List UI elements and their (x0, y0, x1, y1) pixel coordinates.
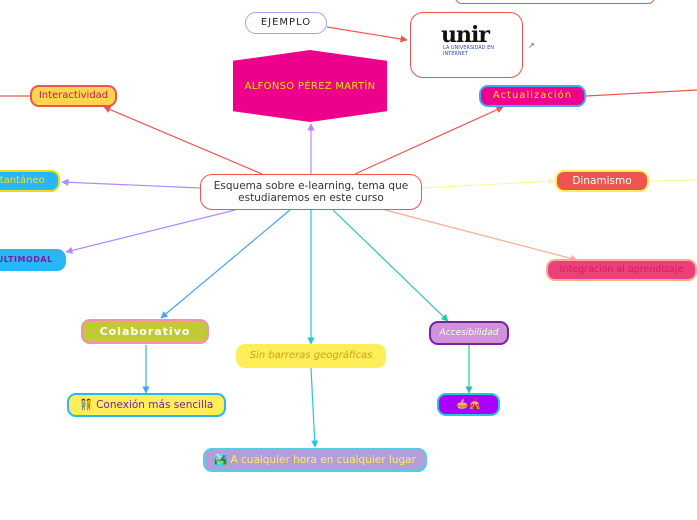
node-barreras[interactable]: Sin barreras geográficas (236, 344, 386, 368)
node-instantaneo[interactable]: Instantáneo (0, 170, 60, 192)
link-center-accesibilidad (332, 209, 449, 322)
node-integracion[interactable]: Integración al aprendizaje (546, 259, 697, 281)
link-center-actualizacion (354, 106, 504, 175)
external-link-icon[interactable]: ↗ (528, 41, 535, 50)
node-emoji-label: 🥧🎪 (456, 398, 481, 410)
ejemplo-node[interactable]: EJEMPLO (245, 12, 327, 34)
link-center-colaborativo (160, 209, 291, 319)
link-actualizacion-offscreen (585, 89, 697, 97)
unir-logo-node[interactable]: unir LA UNIVERSIDAD EN INTERNET (410, 12, 523, 78)
link-center-interactividad (103, 106, 263, 175)
link-barreras-cualquier (310, 367, 319, 448)
node-dinamismo[interactable]: Dinamismo (555, 170, 649, 192)
node-actualizacion-label: Actualización (492, 90, 573, 101)
unir-logo-text: unir (441, 22, 490, 48)
link-center-integracion (384, 209, 578, 262)
central-topic-node[interactable]: Esquema sobre e-learning, tema que estud… (200, 174, 422, 210)
node-barreras-label: Sin barreras geográficas (249, 350, 373, 361)
node-cualquier-label: 🏞️ A cualquier hora en cualquier lugar (214, 454, 416, 466)
link-center-dinamismo (421, 177, 556, 189)
node-conexion-label: 🧑‍🤝‍🧑 Conexión más sencilla (79, 399, 214, 411)
node-instantaneo-label: Instantáneo (0, 175, 45, 186)
node-cualquier[interactable]: 🏞️ A cualquier hora en cualquier lugar (203, 448, 427, 472)
node-accesibilidad-label: Accesibilidad (439, 328, 499, 338)
node-multimodal[interactable]: MULTIMODAL (0, 249, 66, 271)
partial-top-node[interactable] (455, 0, 655, 4)
link-dinamismo-offscreen (648, 179, 697, 182)
author-hexagon-node[interactable]: ALFONSO PÉREZ MARTÍN (233, 50, 387, 122)
node-interactividad-label: Interactividad (38, 90, 109, 101)
node-colaborativo-label: Colaborativo (99, 324, 191, 338)
author-name: ALFONSO PÉREZ MARTÍN (244, 80, 376, 92)
unir-logo-subtitle: LA UNIVERSIDAD EN INTERNET (443, 45, 495, 57)
node-colaborativo[interactable]: Colaborativo (81, 319, 209, 344)
central-topic-text: Esquema sobre e-learning, tema que estud… (213, 180, 409, 204)
node-multimodal-label: MULTIMODAL (0, 255, 53, 264)
link-center-multimodal (65, 209, 236, 254)
node-emoji[interactable]: 🥧🎪 (437, 393, 500, 416)
link-center-instantaneo (61, 178, 201, 189)
node-dinamismo-label: Dinamismo (572, 175, 632, 187)
node-interactividad[interactable]: Interactividad (30, 85, 117, 107)
node-actualizacion[interactable]: Actualización (479, 85, 586, 107)
node-integracion-label: Integración al aprendizaje (559, 264, 684, 275)
node-conexion[interactable]: 🧑‍🤝‍🧑 Conexión más sencilla (67, 393, 226, 417)
link-ejemplo-unir (326, 26, 408, 43)
node-accesibilidad[interactable]: Accesibilidad (429, 321, 509, 345)
